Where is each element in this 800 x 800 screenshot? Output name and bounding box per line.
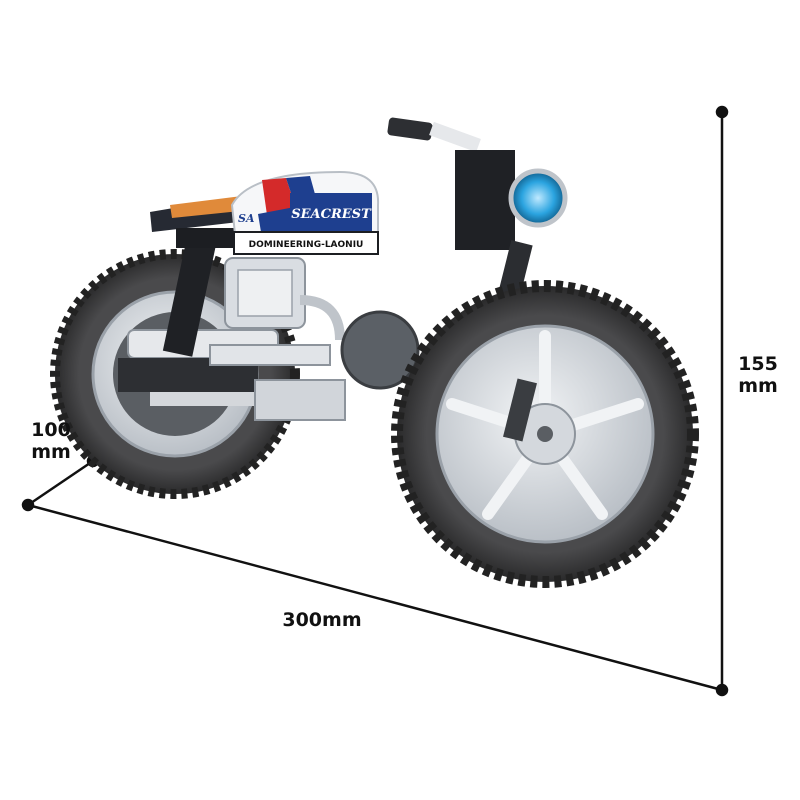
engine bbox=[209, 257, 420, 421]
depth-line bbox=[27, 459, 94, 507]
front-assembly bbox=[387, 117, 568, 250]
length-start-dot bbox=[21, 498, 35, 512]
seat bbox=[150, 195, 256, 248]
depth-dimension-label: 100 mm bbox=[31, 419, 71, 463]
fork-lower-leg bbox=[503, 378, 537, 442]
length-dimension-label: 300mm bbox=[282, 609, 362, 631]
front-wheel bbox=[391, 280, 699, 588]
fuel-tank: SEACREST SA bbox=[230, 170, 380, 246]
height-dimension-label: 155 mm bbox=[738, 353, 778, 397]
length-line bbox=[27, 503, 723, 692]
tank-brand-text: SEACREST bbox=[291, 207, 372, 222]
height-top-dot bbox=[715, 105, 729, 119]
headlight-icon bbox=[508, 168, 568, 228]
frame-plate: DOMINEERING-LAONIU bbox=[233, 231, 379, 255]
tank-badge-text: SA bbox=[238, 212, 255, 225]
dimension-lines bbox=[21, 105, 729, 697]
frame-plate-text: DOMINEERING-LAONIU bbox=[249, 240, 364, 250]
